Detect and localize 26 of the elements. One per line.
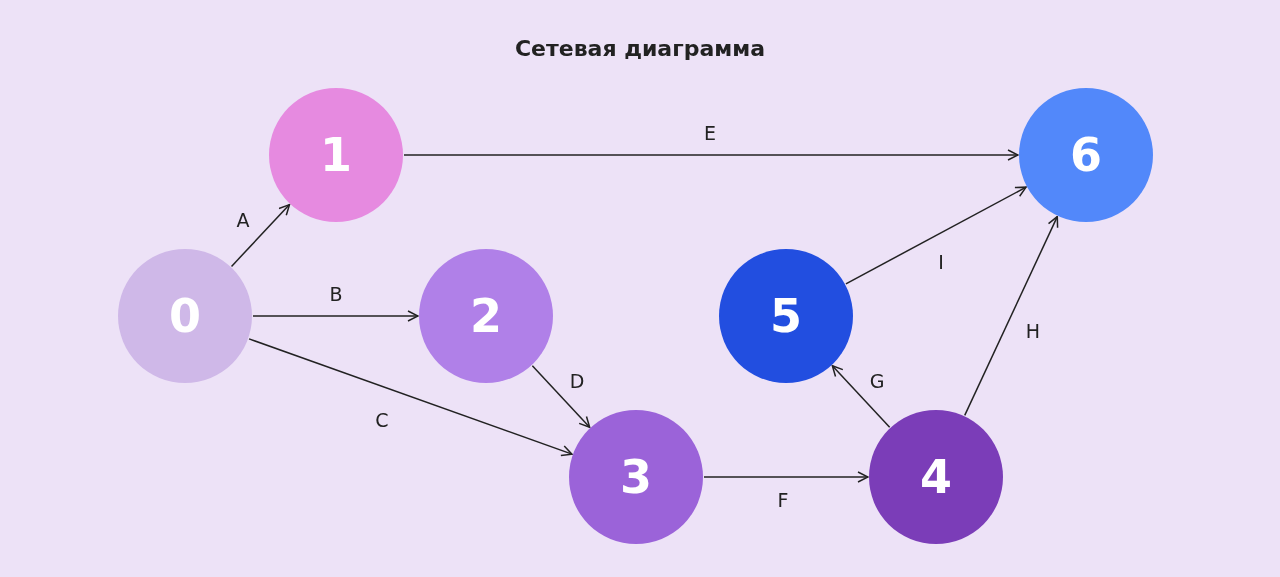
arrow	[248, 338, 573, 457]
node-number: 5	[770, 293, 802, 339]
edge-label: B	[329, 284, 343, 304]
edge-label: G	[869, 371, 885, 391]
arrow	[703, 471, 869, 483]
edge-label: C	[375, 410, 389, 430]
arrow	[831, 365, 891, 428]
node-number: 1	[320, 132, 352, 178]
node-number: 3	[620, 454, 652, 500]
arrow	[963, 215, 1059, 417]
node-number: 6	[1070, 132, 1102, 178]
edge-label: E	[704, 123, 716, 143]
edge-label: F	[777, 490, 789, 510]
arrow	[531, 365, 591, 428]
arrow	[252, 310, 419, 322]
node-number: 2	[470, 293, 502, 339]
node-number: 4	[920, 454, 952, 500]
arrow	[403, 149, 1019, 161]
edge-label: D	[569, 371, 585, 391]
node-number: 0	[169, 293, 201, 339]
edge-label: H	[1025, 321, 1041, 341]
edge-label: A	[236, 210, 250, 230]
diagram-title: Сетевая диаграмма	[514, 36, 766, 61]
arrow	[230, 203, 291, 268]
edge-label: I	[938, 252, 944, 272]
arrow	[845, 186, 1027, 285]
